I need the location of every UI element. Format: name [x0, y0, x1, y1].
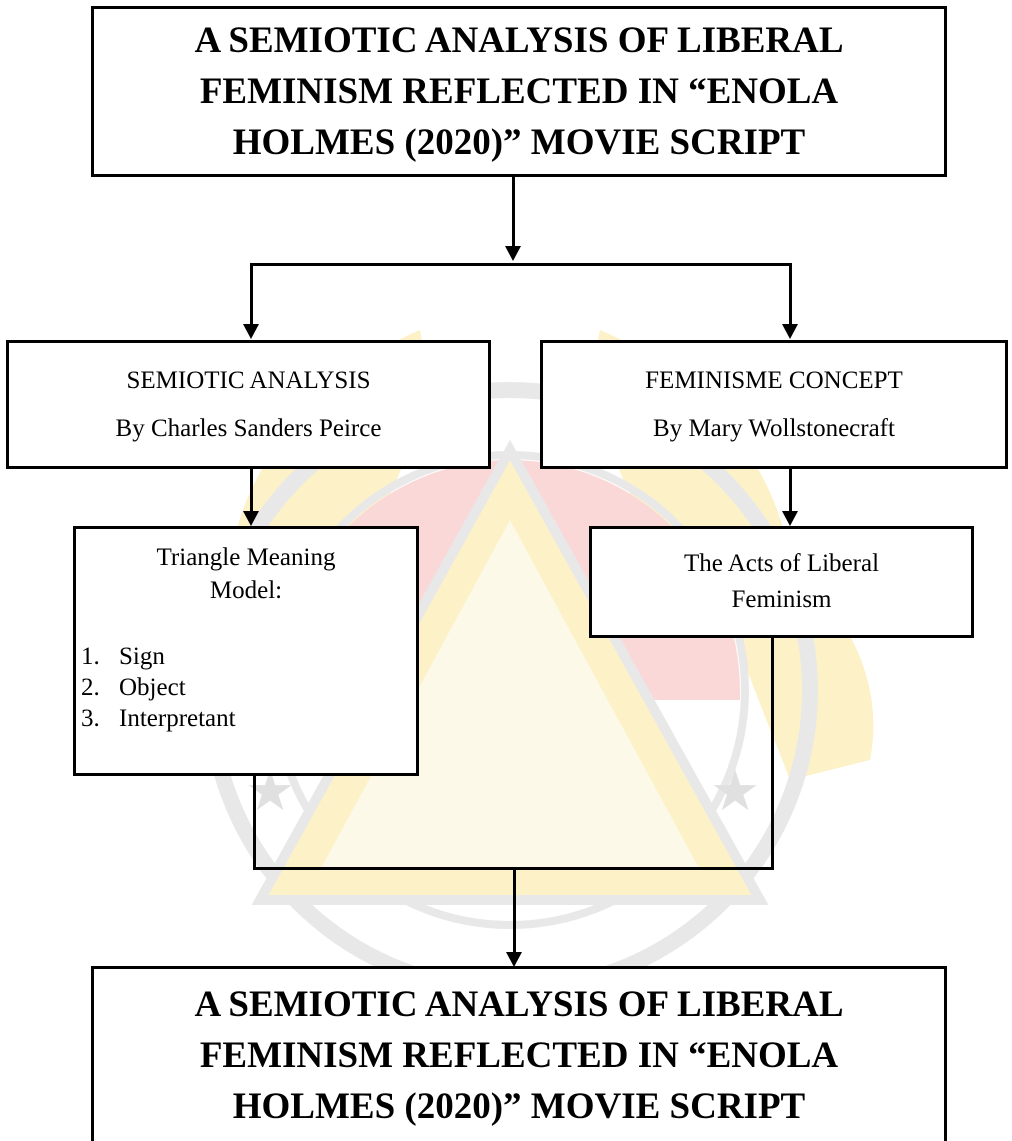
- list-item: 3. Interpretant: [81, 703, 236, 734]
- arrow-to-semiotic-box: [243, 324, 259, 339]
- connector-triangle-down: [253, 776, 256, 870]
- connector-split-left: [250, 263, 253, 325]
- list-item-text: Interpretant: [119, 705, 236, 732]
- triangle-heading-line-1: Triangle Meaning: [156, 544, 336, 571]
- triangle-heading-line-2: Model:: [209, 577, 283, 604]
- acts-line-1: The Acts of Liberal: [683, 550, 880, 577]
- top-title-line-1: A SEMIOTIC ANALYSIS OF LIBERAL: [194, 20, 844, 61]
- list-item-number: 3.: [81, 705, 100, 732]
- semiotic-analysis-title: SEMIOTIC ANALYSIS: [126, 366, 371, 394]
- connector-feminisme-to-acts: [789, 469, 792, 512]
- bottom-title-box: A SEMIOTIC ANALYSIS OF LIBERAL FEMINISM …: [91, 966, 947, 1141]
- list-item: 2. Object: [81, 672, 236, 703]
- list-item-text: Sign: [119, 643, 165, 670]
- connector-split-horizontal: [250, 263, 792, 266]
- top-title-line-2: FEMINISM REFLECTED IN “ENOLA: [199, 71, 839, 112]
- list-item-text: Object: [119, 674, 186, 701]
- seal-star: ★: [710, 759, 760, 824]
- connector-merge-vertical: [513, 867, 516, 953]
- triangle-model-list: 1. Sign 2. Object 3. Interpretant: [81, 641, 236, 734]
- seal-triangle-inner: [320, 520, 700, 870]
- arrow-to-acts-box: [782, 511, 798, 526]
- arrow-top-to-split: [505, 246, 521, 261]
- semiotic-analysis-box: SEMIOTIC ANALYSIS By Charles Sanders Pei…: [6, 340, 491, 469]
- acts-line-2: Feminism: [731, 586, 832, 613]
- top-title-box: A SEMIOTIC ANALYSIS OF LIBERAL FEMINISM …: [91, 6, 947, 177]
- feminisme-concept-title: FEMINISME CONCEPT: [645, 366, 903, 394]
- arrow-to-feminisme-box: [782, 324, 798, 339]
- list-item-number: 2.: [81, 674, 100, 701]
- list-item: 1. Sign: [81, 641, 236, 672]
- connector-top-vertical: [512, 177, 515, 247]
- feminisme-concept-box: FEMINISME CONCEPT By Mary Wollstonecraft: [540, 340, 1008, 469]
- connector-acts-down: [771, 638, 774, 870]
- top-title-line-3: HOLMES (2020)” MOVIE SCRIPT: [232, 122, 806, 163]
- connector-split-right: [789, 263, 792, 325]
- connector-semiotic-to-triangle: [250, 469, 253, 512]
- bottom-title-line-1: A SEMIOTIC ANALYSIS OF LIBERAL: [194, 983, 844, 1025]
- bottom-title-line-2: FEMINISM REFLECTED IN “ENOLA: [199, 1034, 839, 1076]
- semiotic-analysis-author: By Charles Sanders Peirce: [115, 414, 382, 442]
- acts-of-liberal-feminism-box: The Acts of Liberal Feminism: [589, 526, 974, 638]
- triangle-meaning-model-box: Triangle Meaning Model: 1. Sign 2. Object …: [73, 526, 419, 776]
- arrow-to-triangle-box: [243, 511, 259, 526]
- arrow-to-bottom-box: [506, 952, 522, 967]
- feminisme-concept-author: By Mary Wollstonecraft: [653, 414, 895, 442]
- bottom-title-line-3: HOLMES (2020)” MOVIE SCRIPT: [232, 1085, 806, 1127]
- list-item-number: 1.: [81, 643, 100, 670]
